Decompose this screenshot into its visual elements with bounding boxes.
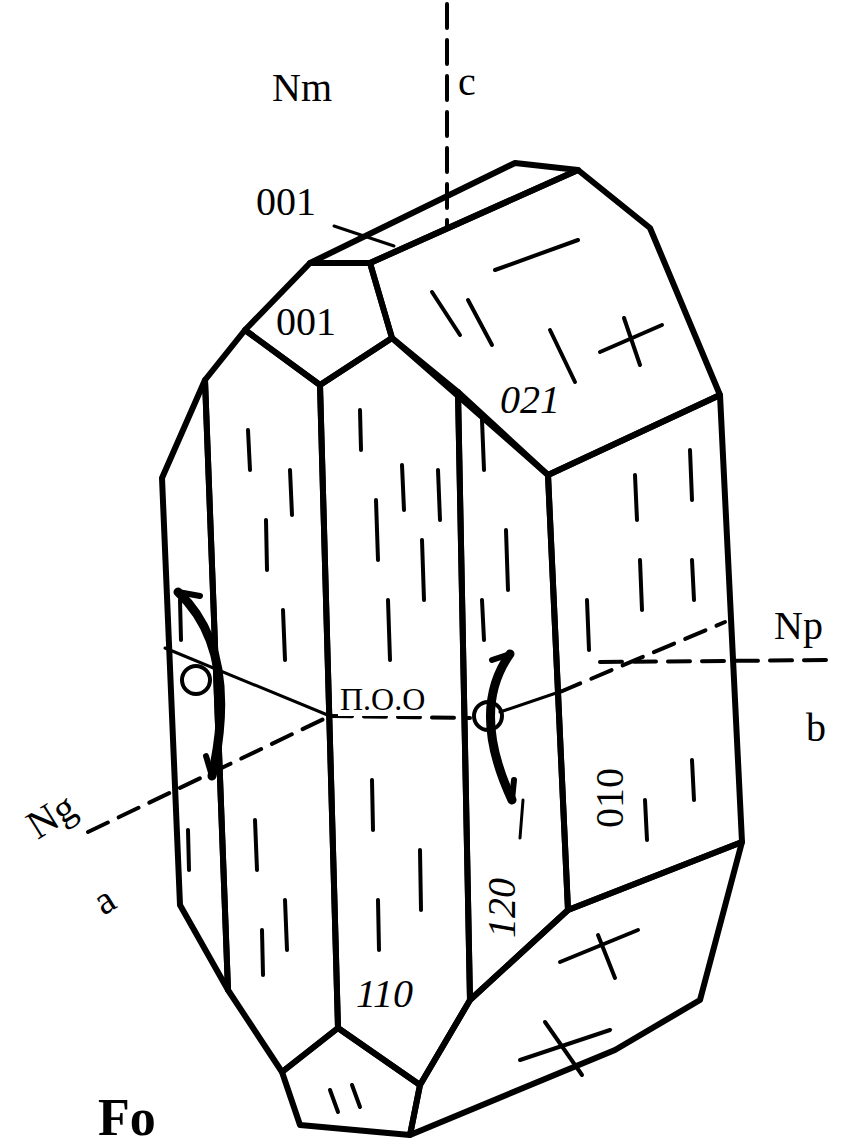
crystal-faces — [162, 163, 742, 1135]
crystal-label: 110 — [356, 974, 413, 1014]
crystal-label: 001 — [256, 182, 316, 222]
optical-axes — [88, 592, 835, 832]
mineral-symbol: Fo — [98, 1092, 156, 1144]
crystal-label: b — [806, 708, 826, 748]
crystal-label: Nm — [272, 68, 332, 108]
crystal-label: 120 — [482, 878, 522, 938]
leader-line — [520, 800, 523, 838]
crystal-label: Ng — [20, 786, 83, 846]
crystal-label: П.О.О — [338, 682, 427, 716]
cleavage-marks — [180, 240, 694, 1112]
leader-line — [334, 226, 394, 246]
crystal-label: 010 — [590, 768, 630, 828]
crystal-label: a — [86, 879, 122, 922]
crystal-label: 021 — [500, 380, 560, 420]
crystal-label: Np — [774, 606, 823, 646]
crystal-label: 001 — [276, 302, 336, 342]
crystal-label: c — [458, 62, 476, 102]
